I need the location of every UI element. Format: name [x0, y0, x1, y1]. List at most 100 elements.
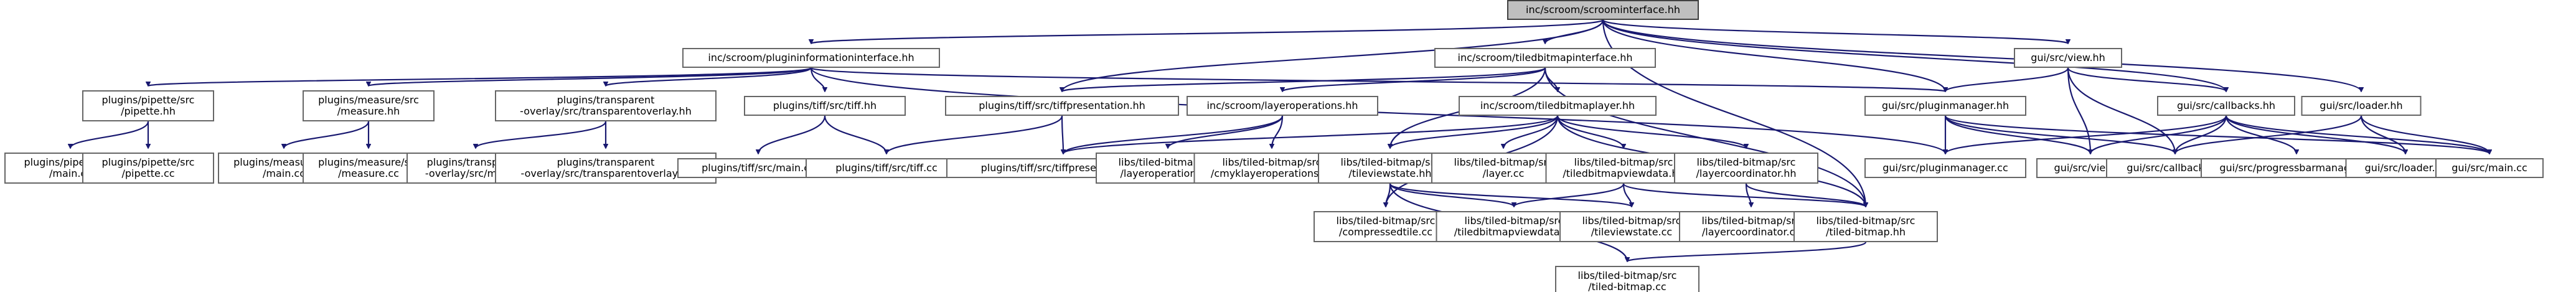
node-label: plugins/tiff/src/main.cc: [702, 162, 815, 174]
edge-cbhh-to-cbcc: [2175, 115, 2227, 154]
node-label: gui/src/progressbarmanager.cc: [2219, 162, 2373, 174]
file-node-viewhh[interactable]: gui/src/view.hh: [2014, 48, 2122, 68]
file-node-layeropshh[interactable]: inc/scroom/layeroperations.hh: [1187, 96, 1378, 116]
node-label: inc/scroom/plugininformationinterface.hh: [708, 52, 914, 64]
node-label: gui/src/loader.hh: [2320, 100, 2402, 111]
file-node-pmcc[interactable]: gui/src/pluginmanager.cc: [1864, 158, 2026, 178]
node-box: [82, 90, 214, 121]
node-box: [495, 90, 717, 121]
node-label: libs/tiled-bitmap/src: [1119, 156, 1218, 168]
node-label: /tiled-bitmap.hh: [1826, 226, 1906, 238]
edge-layeropshh-to-layeropscc: [1168, 115, 1284, 148]
file-node-pii[interactable]: inc/scroom/plugininformationinterface.hh: [682, 48, 940, 68]
node-label: gui/src/view.hh: [2031, 52, 2105, 64]
file-node-pipettecc[interactable]: plugins/pipette/src/pipette.cc: [82, 153, 214, 184]
edge-tbvdhh-to-tvscc: [1622, 183, 1632, 207]
node-label: libs/tiled-bitmap/src: [1582, 215, 1681, 227]
node-box: [1864, 158, 2026, 178]
node-box: [2157, 96, 2295, 116]
edge-viewhh-to-viewcc: [2067, 67, 2090, 154]
file-node-pmhh[interactable]: gui/src/pluginmanager.hh: [1864, 96, 2026, 116]
file-node-guimain[interactable]: gui/src/main.cc: [2435, 158, 2544, 178]
edge-tblhh-to-tvshh: [1390, 115, 1559, 148]
node-label: -overlay/src/transparentoverlay.hh: [520, 105, 692, 117]
edge-tbvdhh-to-tbvdcc: [1514, 183, 1625, 208]
file-node-loaderhh[interactable]: gui/src/loader.hh: [2301, 96, 2422, 116]
edge-cbhh-to-loadercc: [2225, 115, 2405, 154]
node-box: [2014, 48, 2122, 68]
node-label: gui/src/loader.cc: [2365, 162, 2447, 174]
edge-pipettehh-to-pipettemain: [70, 121, 149, 148]
node-label: plugins/transparent: [557, 156, 655, 168]
edge-loaderhh-to-guimain: [2360, 115, 2489, 154]
node-box: [945, 96, 1179, 116]
edge-pii-to-pipettehh: [148, 67, 812, 86]
edge-loaderhh-to-loadercc: [2360, 115, 2405, 154]
edge-tbi-to-tiffpreshh: [1062, 67, 1546, 93]
file-node-ctcc[interactable]: libs/tiled-bitmap/src/compressedtile.cc: [1314, 211, 1458, 242]
file-node-tiffcc[interactable]: plugins/tiff/src/tiff.cc: [806, 158, 967, 178]
node-box: [744, 96, 906, 116]
edge-tiffpreshh-to-tiffprescc: [1062, 115, 1063, 154]
file-node-tiffhh[interactable]: plugins/tiff/src/tiff.hh: [744, 96, 906, 116]
edge-lchh-to-tbhh: [1745, 183, 1866, 208]
edge-tvshh-to-tvscc: [1389, 182, 1632, 208]
file-node-tbi[interactable]: inc/scroom/tiledbitmapinterface.hh: [1434, 48, 1656, 68]
node-label: libs/tiled-bitmap/src: [1697, 156, 1796, 168]
edge-viewhh-to-cbcc: [2067, 67, 2175, 154]
edge-cbhh-to-pmcc: [1945, 115, 2227, 154]
node-label: /tiledbitmapviewdata.hh: [1563, 167, 1684, 179]
edge-pii-to-tohh: [606, 67, 812, 87]
edge-layeropshh-to-cmyk: [1272, 115, 1284, 148]
file-node-measurehh[interactable]: plugins/measure/src/measure.hh: [303, 90, 435, 121]
edge-tiffhh-to-tiffmain: [758, 115, 826, 154]
node-box: [2301, 96, 2422, 116]
edge-cbhh-to-viewcc: [2090, 115, 2227, 154]
file-node-cbhh[interactable]: gui/src/callbacks.hh: [2157, 96, 2295, 116]
edge-pii-to-pmhh: [810, 67, 1945, 92]
node-label: /layercoordinator.hh: [1696, 167, 1797, 179]
file-node-tiffpreshh[interactable]: plugins/tiff/src/tiffpresentation.hh: [945, 96, 1179, 116]
edge-viewhh-to-cbhh: [2067, 67, 2226, 93]
node-label: plugins/tiff/src/tiff.cc: [835, 162, 938, 174]
edge-measurehh-to-measuremain: [284, 121, 370, 148]
edge-tiffpreshh-to-tiffcc: [886, 115, 1063, 154]
node-label: /tiledbitmapviewdata.cc: [1454, 226, 1574, 238]
edge-root-to-pmhh: [1602, 19, 1945, 92]
edge-pii-to-tiffhh: [810, 67, 825, 92]
node-label: /cmyklayeroperations.cc: [1211, 167, 1333, 179]
node-box: [1314, 211, 1458, 242]
node-box: [1434, 48, 1656, 68]
file-node-tblhh[interactable]: inc/scroom/tiledbitmaplayer.hh: [1459, 96, 1657, 116]
node-box: [1674, 153, 1818, 184]
node-box: [303, 90, 435, 121]
node-label: plugins/transparent: [557, 94, 655, 106]
node-label: plugins/pipette/src: [102, 94, 195, 106]
file-node-root[interactable]: inc/scroom/scroominterface.hh: [1507, 0, 1699, 20]
node-label: libs/tiled-bitmap/src: [1578, 270, 1677, 281]
node-label: plugins/tiff/src/tiff.hh: [773, 100, 877, 111]
node-box: [1187, 96, 1378, 116]
file-node-lchh[interactable]: libs/tiled-bitmap/src/layercoordinator.h…: [1674, 153, 1818, 184]
file-node-tohh[interactable]: plugins/transparent-overlay/src/transpar…: [495, 90, 717, 121]
edge-root-to-pii: [811, 19, 1604, 44]
edge-tbi-to-layeropshh: [1282, 67, 1546, 93]
edge-tblhh-to-lchh: [1556, 115, 1746, 148]
node-label: /layer.cc: [1483, 167, 1525, 179]
node-label: /tiled-bitmap.cc: [1588, 281, 1666, 292]
node-label: gui/src/callbacks.hh: [2177, 100, 2275, 111]
node-label: plugins/tiff/src/tiffpresentation.hh: [979, 100, 1145, 111]
file-node-pipettehh[interactable]: plugins/pipette/src/pipette.hh: [82, 90, 214, 121]
edge-root-to-tiffpreshh: [1062, 19, 1604, 92]
node-box: [682, 48, 940, 68]
node-label: /compressedtile.cc: [1339, 226, 1432, 238]
node-label: /main.cc: [49, 167, 92, 179]
node-label: /measure.hh: [337, 105, 400, 117]
edge-tbhh-to-tbcc: [1627, 241, 1867, 263]
file-node-tbhh[interactable]: libs/tiled-bitmap/src/tiled-bitmap.hh: [1793, 211, 1938, 242]
edge-tiffhh-to-tiffcc: [824, 115, 886, 154]
file-node-tbcc[interactable]: libs/tiled-bitmap/src/tiled-bitmap.cc: [1555, 266, 1699, 292]
node-label: gui/src/callbacks.cc: [2127, 162, 2223, 174]
node-box: [82, 153, 214, 184]
